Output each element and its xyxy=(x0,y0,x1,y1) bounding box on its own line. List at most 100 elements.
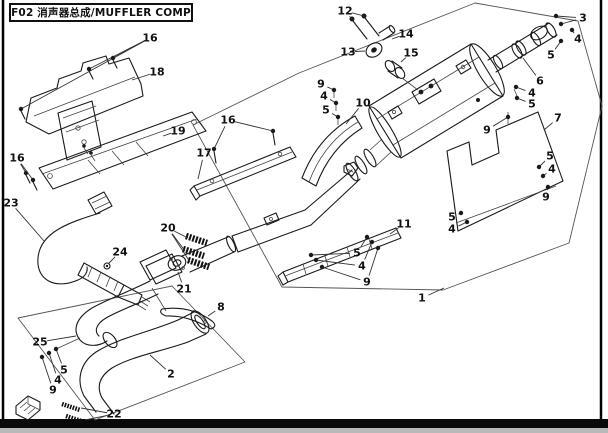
callout-label-4: 4 xyxy=(54,374,62,387)
callout-label-19: 19 xyxy=(170,125,185,138)
callout-label-16: 16 xyxy=(220,114,236,127)
callout-label-24: 24 xyxy=(112,246,128,259)
callout-layer: 1618191616172324202182255492212131415945… xyxy=(3,5,586,421)
page-border-bottom-bar xyxy=(0,419,608,428)
callout-leader-5 xyxy=(55,348,62,364)
callout-leader-14 xyxy=(391,35,400,40)
callout-leader-22 xyxy=(80,407,108,414)
callout-label-9: 9 xyxy=(483,124,491,137)
callout-label-4: 4 xyxy=(320,90,328,103)
callout-label-23: 23 xyxy=(3,197,18,210)
callout-leader-10 xyxy=(345,108,359,125)
callout-label-9: 9 xyxy=(49,384,57,397)
header-pipe-plane-boundary xyxy=(17,285,246,421)
heat-shield-upper-drawing xyxy=(25,55,144,161)
callout-leader-19 xyxy=(162,132,172,137)
page-border-bottom-shadow xyxy=(0,428,608,433)
callout-leader-1 xyxy=(428,287,445,296)
callout-label-5: 5 xyxy=(322,104,330,117)
callout-label-3: 3 xyxy=(579,12,587,25)
callout-label-17: 17 xyxy=(196,147,211,160)
heat-shield-7-drawing xyxy=(446,111,564,232)
header-pipe-drawing xyxy=(55,280,210,415)
callout-leader-9 xyxy=(41,356,52,384)
callout-leader-11 xyxy=(389,227,399,235)
fastener-dot-16 xyxy=(110,55,116,61)
fastener-dot-5 xyxy=(558,38,564,44)
exhaust-springs-drawing xyxy=(181,232,211,271)
callout-label-5: 5 xyxy=(546,150,554,163)
callout-label-9: 9 xyxy=(542,191,550,204)
callout-label-4: 4 xyxy=(528,87,536,100)
fastener-dot-5 xyxy=(514,95,520,101)
fastener-dot-16 xyxy=(86,66,92,72)
hanger-bracket-loop xyxy=(530,25,548,41)
callout-label-21: 21 xyxy=(176,283,191,296)
heat-shield-strip-17-drawing xyxy=(189,146,297,201)
fastener-dot-9 xyxy=(319,264,325,270)
callout-leader-18 xyxy=(131,73,151,81)
shield-bolts-drawing xyxy=(20,59,276,191)
callout-label-11: 11 xyxy=(396,218,411,231)
callout-label-18: 18 xyxy=(149,66,164,79)
callout-label-5: 5 xyxy=(353,247,361,260)
fastener-dot-9 xyxy=(545,184,551,190)
callout-leader-9 xyxy=(368,247,379,276)
callout-label-4: 4 xyxy=(574,33,582,46)
fastener-dot-3 xyxy=(558,21,564,27)
callout-label-1: 1 xyxy=(418,292,426,305)
callout-leader-3 xyxy=(555,15,577,18)
title-box: F02 消声器总成/MUFFLER COMP xyxy=(9,3,193,22)
fastener-dot-16 xyxy=(270,128,276,134)
callout-leader-5 xyxy=(310,252,351,256)
callout-leader-23 xyxy=(15,207,45,242)
fastener-dot-5 xyxy=(364,234,370,240)
callout-leader-25 xyxy=(46,335,77,342)
heat-shield-strip-11-drawing xyxy=(277,227,402,286)
fastener-dot-4 xyxy=(313,257,319,263)
hanger-hardware-drawing xyxy=(349,13,419,91)
callout-label-22: 22 xyxy=(106,408,121,421)
callout-label-25: 25 xyxy=(32,336,47,349)
fastener-dot-5 xyxy=(458,210,464,216)
callout-label-5: 5 xyxy=(547,49,555,62)
callout-label-16: 16 xyxy=(9,152,25,165)
fastener-dot-5 xyxy=(308,252,314,258)
callout-label-5: 5 xyxy=(448,211,456,224)
bracket-blade-drawing xyxy=(160,307,216,330)
callout-leader-7 xyxy=(543,122,553,131)
fastener-dot-5 xyxy=(536,164,542,170)
assembly-plane-boundary xyxy=(192,2,603,291)
fastener-dot-16 xyxy=(18,106,24,112)
callout-label-9: 9 xyxy=(363,276,371,289)
callout-leader-13 xyxy=(354,50,366,53)
callout-label-4: 4 xyxy=(548,163,556,176)
callout-label-14: 14 xyxy=(398,28,414,41)
callout-leader-12 xyxy=(349,15,353,20)
fastener-dot-9 xyxy=(331,87,337,93)
callout-label-15: 15 xyxy=(403,47,418,60)
callout-leader-4 xyxy=(48,352,57,374)
muffler-front-fastener-studs xyxy=(333,92,339,125)
callout-leader-16 xyxy=(213,126,226,150)
callout-leader-16 xyxy=(234,121,274,132)
callout-leader-17 xyxy=(197,159,203,180)
callout-leader-15 xyxy=(400,57,407,63)
callout-leader-4 xyxy=(364,241,373,260)
callout-label-9: 9 xyxy=(317,78,325,91)
fastener-dot-16 xyxy=(211,146,217,152)
callout-leader-16 xyxy=(112,40,145,59)
callout-leader-4 xyxy=(315,259,356,266)
fastener-dot-3 xyxy=(553,13,559,19)
callout-leader-20 xyxy=(171,233,186,252)
callout-label-8: 8 xyxy=(217,301,225,314)
callout-label-4: 4 xyxy=(448,223,456,236)
clamp-shield-10-drawing xyxy=(301,115,363,187)
mid-pipe-drawing xyxy=(181,139,392,273)
pipe-flange-gasket-drawing xyxy=(103,249,187,285)
callout-leader-3 xyxy=(560,19,577,25)
callout-leader-8 xyxy=(207,310,216,317)
callout-leader-24 xyxy=(107,256,116,265)
callout-leader-16 xyxy=(20,163,34,181)
